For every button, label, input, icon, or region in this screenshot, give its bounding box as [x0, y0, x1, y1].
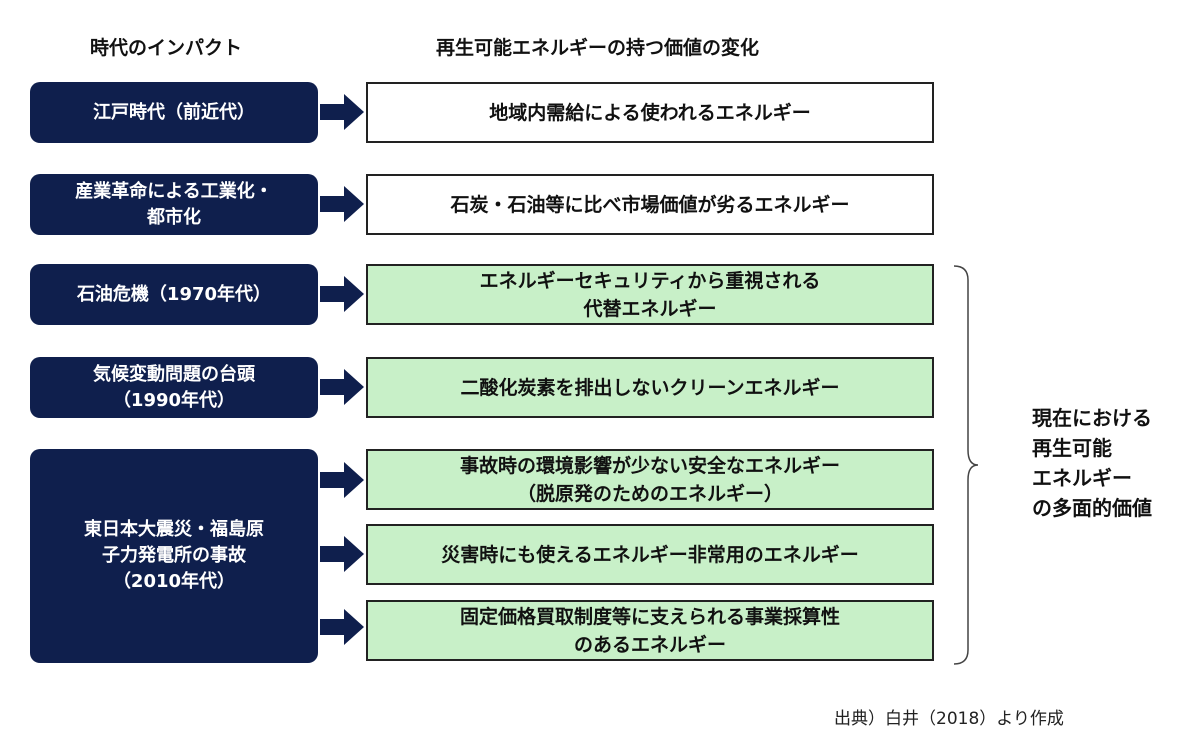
value-box-inferior-market-value: 石炭・石油等に比べ市場価値が劣るエネルギー — [366, 174, 934, 235]
era-industrial-line-1: 産業革命による工業化・ — [75, 180, 273, 202]
right-arrow-icon — [320, 94, 364, 130]
era-box-industrial-revolution: 産業革命による工業化・ 都市化 — [30, 174, 318, 235]
value-box-disaster-use: 災害時にも使えるエネルギー非常用のエネルギー — [366, 524, 934, 585]
multifaceted-value-label: 現在における 再生可能 エネルギー の多面的価値 — [1032, 403, 1152, 523]
value-safe-line-2: （脱原発のためのエネルギー） — [516, 482, 783, 505]
right-arrow-icon — [320, 609, 364, 645]
value-box-clean-energy: 二酸化炭素を排出しないクリーンエネルギー — [366, 357, 934, 418]
right-arrow-icon — [320, 186, 364, 222]
value-box-energy-security: エネルギーセキュリティから重視される 代替エネルギー — [366, 264, 934, 325]
value-box-local-supply: 地域内需給による使われるエネルギー — [366, 82, 934, 143]
value-clean-line-1: 二酸化炭素を排出しないクリーンエネルギー — [460, 376, 840, 399]
value-local-line-1: 地域内需給による使われるエネルギー — [489, 101, 811, 124]
era-earthquake-line-2: 子力発電所の事故 — [102, 545, 246, 566]
value-box-safe-energy: 事故時の環境影響が少ない安全なエネルギー （脱原発のためのエネルギー） — [366, 449, 934, 510]
era-earthquake-line-3: （2010年代） — [112, 571, 236, 592]
era-earthquake-line-1: 東日本大震災・福島原 — [84, 519, 264, 540]
value-fit-line-1: 固定価格買取制度等に支えられる事業採算性 — [459, 605, 840, 628]
summary-line-1: 現在における — [1032, 406, 1152, 430]
era-climate-line-1: 気候変動問題の台頭 — [93, 363, 255, 385]
value-fit-line-2: のあるエネルギー — [573, 633, 726, 656]
right-arrow-icon — [320, 462, 364, 498]
right-arrow-icon — [320, 276, 364, 312]
summary-line-2: 再生可能 — [1032, 436, 1112, 460]
value-security-line-2: 代替エネルギー — [583, 297, 717, 320]
era-edo-line-1: 江戸時代（前近代） — [93, 101, 255, 123]
era-box-great-east-japan-earthquake: 東日本大震災・福島原 子力発電所の事故 （2010年代） — [30, 449, 318, 663]
value-column-heading: 再生可能エネルギーの持つ価値の変化 — [436, 37, 760, 59]
value-safe-line-1: 事故時の環境影響が少ない安全なエネルギー — [459, 454, 840, 477]
summary-line-3: エネルギー — [1032, 466, 1132, 490]
summary-line-4: の多面的価値 — [1032, 496, 1152, 520]
value-security-line-1: エネルギーセキュリティから重視される — [479, 269, 821, 292]
right-arrow-icon — [320, 536, 364, 572]
value-box-feed-in-tariff: 固定価格買取制度等に支えられる事業採算性 のあるエネルギー — [366, 600, 934, 661]
era-climate-line-2: （1990年代） — [112, 389, 236, 411]
era-oil-line-1: 石油危機（1970年代） — [76, 283, 272, 305]
value-inferior-line-1: 石炭・石油等に比べ市場価値が劣るエネルギー — [450, 193, 850, 216]
era-industrial-line-2: 都市化 — [147, 206, 201, 228]
era-box-oil-crisis: 石油危機（1970年代） — [30, 264, 318, 325]
right-arrow-icon — [320, 369, 364, 405]
grouping-brace — [954, 265, 979, 665]
era-column-heading: 時代のインパクト — [90, 37, 243, 59]
value-disaster-line-1: 災害時にも使えるエネルギー非常用のエネルギー — [441, 543, 859, 566]
source-citation: 出典）白井（2018）より作成 — [834, 709, 1064, 729]
era-box-edo: 江戸時代（前近代） — [30, 82, 318, 143]
era-box-climate-change: 気候変動問題の台頭 （1990年代） — [30, 357, 318, 418]
